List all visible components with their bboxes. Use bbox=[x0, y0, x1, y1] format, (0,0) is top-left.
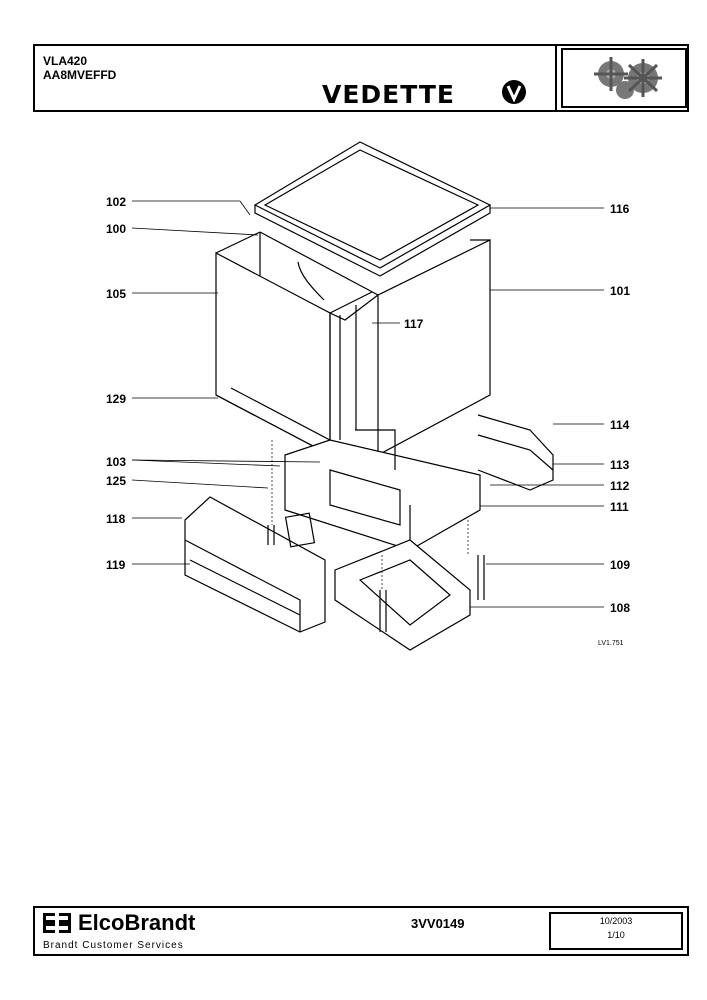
drawing-reference: LV1.751 bbox=[598, 640, 624, 647]
part-label-117: 117 bbox=[404, 317, 424, 331]
document-date: 10/2003 bbox=[599, 916, 633, 926]
part-label-100: 100 bbox=[106, 222, 127, 236]
part-label-113: 113 bbox=[610, 458, 630, 472]
gear-logo-frame bbox=[561, 48, 687, 108]
part-label-114: 114 bbox=[610, 418, 630, 432]
footer-block: ElcoBrandt Brandt Customer Services 3VV0… bbox=[33, 906, 689, 956]
service-name: Brandt Customer Services bbox=[43, 940, 184, 951]
part-label-129: 129 bbox=[106, 392, 127, 406]
document-code: 3VV0149 bbox=[411, 916, 465, 931]
header-block: VLA420 AA8MVEFFD VEDETTE bbox=[33, 44, 689, 112]
model-info: VLA420 AA8MVEFFD bbox=[43, 54, 116, 82]
part-label-103: 103 bbox=[106, 455, 127, 469]
part-label-116: 116 bbox=[610, 202, 630, 216]
gear-logo-box bbox=[555, 44, 691, 112]
part-label-118: 118 bbox=[106, 512, 126, 526]
part-label-112: 112 bbox=[610, 479, 630, 493]
part-label-108: 108 bbox=[610, 601, 631, 615]
gears-icon bbox=[594, 57, 662, 99]
company-name: ElcoBrandt bbox=[78, 910, 196, 935]
part-label-119: 119 bbox=[106, 558, 126, 572]
model-reference: AA8MVEFFD bbox=[43, 68, 117, 82]
part-label-109: 109 bbox=[610, 558, 631, 572]
part-label-105: 105 bbox=[106, 287, 127, 301]
model-name: VLA420 bbox=[43, 54, 88, 68]
elcobrandt-logo-icon bbox=[43, 913, 71, 933]
part-label-102: 102 bbox=[106, 195, 127, 209]
vedette-logo-icon bbox=[502, 80, 526, 104]
part-label-101: 101 bbox=[610, 284, 631, 298]
part-label-111: 111 bbox=[610, 500, 629, 514]
brand-name: VEDETTE bbox=[322, 80, 456, 109]
part-label-125: 125 bbox=[106, 474, 127, 488]
date-page-box: 10/2003 1/10 bbox=[549, 912, 683, 950]
page-number: 1/10 bbox=[607, 930, 625, 940]
